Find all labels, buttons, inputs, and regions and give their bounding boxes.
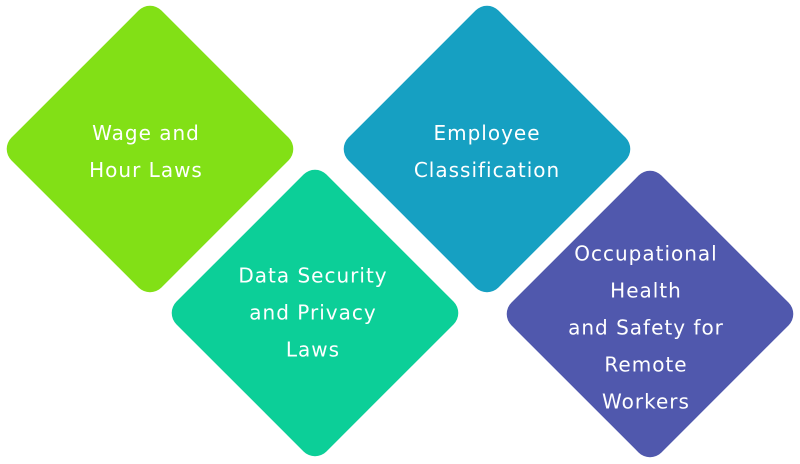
label-occupational-health: Occupational Health and Safety for Remot… xyxy=(568,236,724,421)
label-wage-hour: Wage and Hour Laws xyxy=(89,115,203,189)
label-line: and Safety for xyxy=(568,315,724,340)
label-data-security: Data Security and Privacy Laws xyxy=(238,258,387,369)
diamond-wage-hour xyxy=(6,5,294,293)
label-line: Remote xyxy=(604,352,688,377)
label-line: Employee xyxy=(433,121,541,145)
label-line: Workers xyxy=(602,389,690,414)
diamond-occupational-health xyxy=(506,170,794,458)
label-line: Occupational xyxy=(574,241,718,266)
label-line: and Privacy xyxy=(249,300,377,325)
label-line: Laws xyxy=(285,337,341,362)
diamond-data-security xyxy=(171,169,459,457)
label-line: Classification xyxy=(413,158,561,182)
label-line: Hour Laws xyxy=(89,158,203,182)
label-line: Health xyxy=(610,278,682,303)
label-line: Wage and xyxy=(92,121,200,145)
label-employee-classification: Employee Classification xyxy=(414,115,560,189)
label-line: Data Security xyxy=(238,263,388,288)
diamond-employee-classification xyxy=(343,5,631,293)
